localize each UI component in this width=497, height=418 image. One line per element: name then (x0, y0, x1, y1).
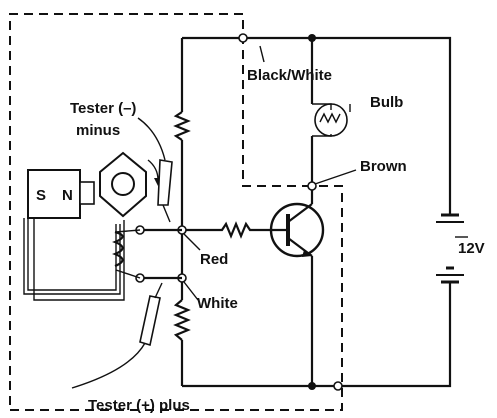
tester-probe-icon (71, 282, 163, 389)
resistor-icon (182, 221, 271, 239)
tester-lead-dashed-outer (9, 13, 312, 405)
black-white-label: Black/White (247, 67, 332, 84)
tester-probe-icon (137, 117, 173, 223)
bulb-icon (312, 103, 351, 137)
pickup-coil-icon (23, 218, 141, 301)
red-label: Red (200, 251, 228, 268)
tester-minus-label-2: minus (76, 122, 120, 139)
top-rail-wire (182, 36, 452, 215)
bottom-rail-wire (182, 282, 452, 388)
junction-node (308, 34, 316, 42)
white-leader (183, 281, 199, 301)
junction-node (308, 382, 316, 390)
tester-minus-label: Tester (–) (70, 100, 136, 117)
battery-label: 12V (458, 240, 485, 257)
battery-icon (436, 213, 464, 284)
brown-label: Brown (360, 158, 407, 175)
brown-leader (314, 169, 357, 185)
magnet-n-label: N (62, 187, 73, 204)
magnet-icon (27, 169, 95, 219)
junction-node (238, 33, 248, 43)
tester-lead-dashed-bottom (10, 185, 343, 411)
transistor-icon (269, 202, 325, 258)
red-leader (183, 233, 201, 251)
white-label: White (197, 295, 238, 312)
resistor-icon (173, 111, 191, 141)
bulb-label: Bulb (370, 94, 403, 111)
magnet-s-label: S (36, 187, 46, 204)
junction-node (307, 181, 317, 191)
tester-plus-label: Tester (+) plus (88, 397, 190, 414)
junction-node (333, 381, 343, 391)
black-white-leader (259, 45, 265, 63)
resistor-icon (173, 299, 191, 341)
reluctor-icon (99, 151, 162, 218)
